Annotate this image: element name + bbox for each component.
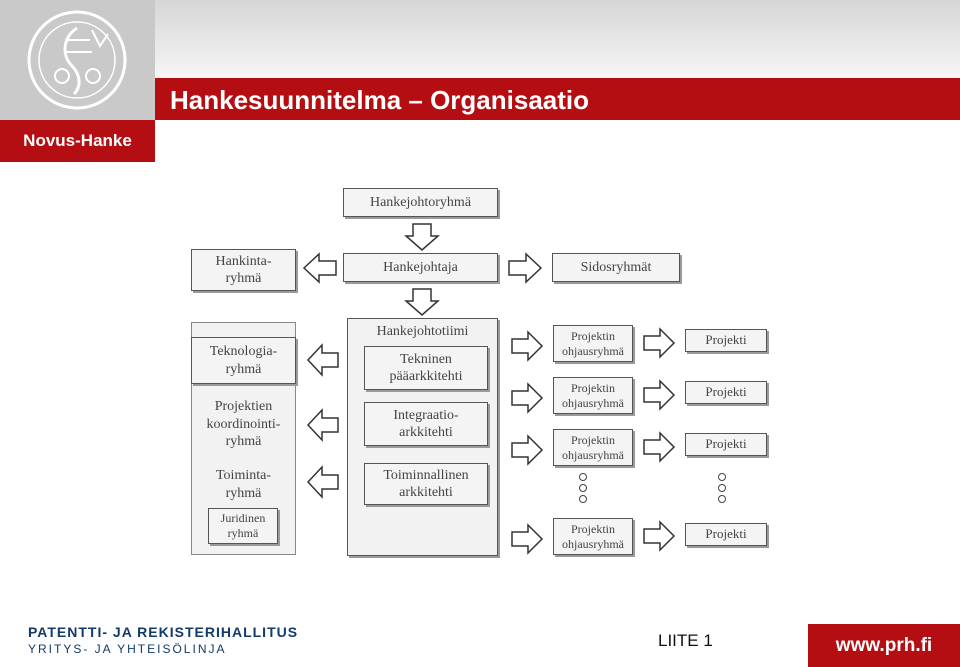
project-box: Projekti — [685, 433, 767, 456]
legal-group-box: Juridinen ryhmä — [208, 508, 278, 544]
project-box: Projekti — [685, 381, 767, 404]
project-badge: Novus-Hanke — [0, 120, 155, 162]
legal-group-label: Juridinen ryhmä — [220, 511, 266, 540]
appendix-label: LIITE 1 — [658, 631, 713, 650]
procurement-group-box: Hankinta- ryhmä — [191, 249, 296, 291]
arrow-right-icon — [643, 520, 676, 552]
project-steering-group-box: Projektin ohjausryhmä — [553, 377, 633, 414]
procurement-group-label: Hankinta- ryhmä — [215, 253, 272, 287]
project-label: Projekti — [705, 384, 747, 400]
steering-group-label: Hankejohtoryhmä — [369, 194, 472, 210]
operational-architect-box: Toiminnallinen arkkitehti — [364, 463, 488, 505]
arrow-right-icon — [643, 431, 676, 463]
ellipsis-dot-icon — [579, 495, 587, 503]
project-steering-group-label: Projektin ohjausryhmä — [562, 328, 624, 358]
ellipsis-dot-icon — [718, 484, 726, 492]
technology-group-label: Teknologia- ryhmä — [209, 344, 278, 377]
project-label: Projekti — [705, 332, 747, 348]
project-steering-group-label: Projektin ohjausryhmä — [562, 380, 624, 410]
project-steering-group-label: Projektin ohjausryhmä — [562, 521, 624, 551]
project-steering-group-box: Projektin ohjausryhmä — [553, 429, 633, 466]
project-label: Projekti — [705, 526, 747, 542]
prh-footer-logo: PATENTTI- JA REKISTERIHALLITUS YRITYS- J… — [28, 624, 298, 656]
chief-architect-label: Tekninen pääarkkitehti — [389, 351, 463, 385]
org-name-line2: YRITYS- JA YHTEISÖLINJA — [28, 642, 227, 656]
page-title: Hankesuunnitelma – Organisaatio — [170, 85, 590, 115]
technology-group-box: Teknologia- ryhmä — [191, 337, 296, 384]
project-box: Projekti — [685, 329, 767, 352]
arrow-left-icon — [306, 465, 339, 499]
stakeholders-label: Sidosryhmät — [580, 259, 652, 275]
arrow-right-icon — [511, 434, 544, 466]
operations-group-label: Toiminta- ryhmä — [215, 468, 271, 501]
ellipsis-dot-icon — [579, 484, 587, 492]
arrow-down-icon — [404, 223, 440, 251]
arrow-right-icon — [508, 252, 543, 284]
project-steering-group-label: Projektin ohjausryhmä — [562, 432, 624, 462]
stakeholders-box: Sidosryhmät — [552, 253, 680, 282]
arrow-down-icon — [404, 288, 440, 316]
steering-group-box: Hankejohtoryhmä — [343, 188, 498, 217]
project-leader-box: Hankejohtaja — [343, 253, 498, 282]
arrow-left-icon — [306, 408, 339, 442]
integration-architect-label: Integraatio- arkkitehti — [393, 407, 459, 441]
arrow-right-icon — [511, 382, 544, 414]
arrow-right-icon — [643, 379, 676, 411]
ellipsis-dot-icon — [718, 473, 726, 481]
prh-seal-icon — [0, 0, 155, 120]
integration-architect-box: Integraatio- arkkitehti — [364, 402, 488, 446]
arrow-right-icon — [511, 523, 544, 555]
arrow-left-icon — [306, 343, 339, 377]
project-steering-group-box: Projektin ohjausryhmä — [553, 325, 633, 362]
project-box: Projekti — [685, 523, 767, 546]
arrow-left-icon — [302, 252, 337, 284]
project-leader-label: Hankejohtaja — [383, 259, 458, 275]
header-background — [0, 0, 960, 78]
chief-architect-box: Tekninen pääarkkitehti — [364, 346, 488, 390]
website-link[interactable]: www.prh.fi — [808, 624, 960, 667]
project-label: Projekti — [705, 436, 747, 452]
project-management-team-label: Hankejohtotiimi — [376, 324, 469, 339]
arrow-right-icon — [511, 330, 544, 362]
org-name-line1: PATENTTI- JA REKISTERIHALLITUS — [28, 624, 299, 640]
ellipsis-dot-icon — [718, 495, 726, 503]
operational-architect-label: Toiminnallinen arkkitehti — [383, 467, 469, 501]
arrow-right-icon — [643, 327, 676, 359]
ellipsis-dot-icon — [579, 473, 587, 481]
title-bar — [155, 78, 960, 120]
project-steering-group-box: Projektin ohjausryhmä — [553, 518, 633, 555]
coordination-group-label: Projektien koordinointi- ryhmä — [206, 399, 281, 449]
